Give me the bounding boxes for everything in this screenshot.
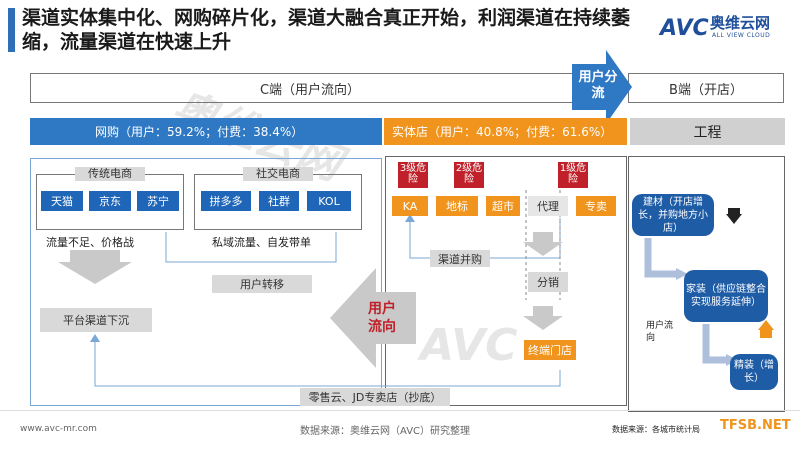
title-accent-bar: [8, 8, 15, 52]
logo-name: 奥维云网: [710, 14, 771, 32]
fine-decoration-box: 精装（增长）: [730, 354, 778, 390]
channel-merge-box: 渠道并购: [430, 250, 490, 267]
channel-chip-suning: 苏宁: [137, 191, 179, 211]
offline-band: 实体店（用户：40.8%；付费：61.6%）: [384, 118, 627, 145]
risk-tag-1: 1级危险: [558, 162, 588, 188]
engineering-band: 工程: [630, 118, 785, 145]
channel-chip-ka: KA: [392, 196, 428, 216]
social-ecommerce-group: 社交电商 拼多多 社群 KOL: [194, 167, 362, 230]
avc-logo: AVC: [660, 16, 709, 41]
footer-source: 数据来源：奥维云网（AVC）研究整理: [300, 426, 471, 437]
user-flow-label: 用户流向: [368, 301, 396, 335]
traditional-ecommerce-label: 传统电商: [75, 167, 145, 181]
online-frame: [30, 158, 382, 406]
channel-chip-tmall: 天猫: [41, 191, 83, 211]
offline-frame: [385, 156, 627, 406]
user-transfer-box: 用户转移: [212, 275, 312, 293]
user-split-label: 用户分流: [578, 70, 618, 101]
footer-watermark-mark: TFSB.NET: [720, 418, 791, 433]
risk-tag-3: 3级危险: [398, 162, 428, 188]
home-decoration-box: 家装（供应链整合实现服务延伸）: [684, 270, 768, 322]
channel-chip-agent: 代理: [528, 196, 568, 216]
channel-chip-pinduoduo: 拼多多: [201, 191, 251, 211]
engineering-frame: [628, 156, 785, 412]
channel-chip-jd: 京东: [89, 191, 131, 211]
footer-source-2: 数据来源：各城市统计局: [612, 425, 700, 434]
building-materials-box: 建材（开店增长，并购地方小店）: [632, 194, 714, 236]
online-band: 网购（用户：59.2%；付费：38.4%）: [30, 118, 382, 145]
social-ecommerce-label: 社交电商: [243, 167, 313, 181]
platform-sink-box: 平台渠道下沉: [40, 308, 152, 332]
channel-chip-kol: KOL: [307, 191, 351, 211]
channel-chip-landmark: 地标: [436, 196, 478, 216]
logo-sub: ALL VIEW CLOUD: [712, 32, 771, 39]
traditional-ecommerce-group: 传统电商 天猫 京东 苏宁: [36, 167, 184, 230]
watermark: AVC: [420, 320, 518, 371]
traditional-note: 流量不足、价格战: [46, 236, 134, 249]
channel-chip-exclusive: 专卖: [576, 196, 616, 216]
channel-chip-community: 社群: [259, 191, 299, 211]
risk-tag-2: 2级危险: [454, 162, 484, 188]
page-title: 渠道实体集中化、网购碎片化，渠道大融合真正开始，利润渠道在持续萎缩，流量渠道在快…: [22, 7, 631, 53]
terminal-store-chip: 终端门店: [524, 340, 576, 360]
footer-url: www.avc-mr.com: [20, 424, 97, 434]
social-note: 私域流量、自发带单: [212, 236, 311, 249]
footer-divider: [0, 410, 800, 411]
distribution-box: 分销: [528, 272, 568, 292]
retail-cloud-box: 零售云、JD专卖店（抄底）: [300, 388, 450, 406]
engineering-flow-label: 用户流向: [646, 321, 674, 343]
user-split-arrow: [572, 50, 632, 124]
channel-chip-supermarket: 超市: [486, 196, 520, 216]
